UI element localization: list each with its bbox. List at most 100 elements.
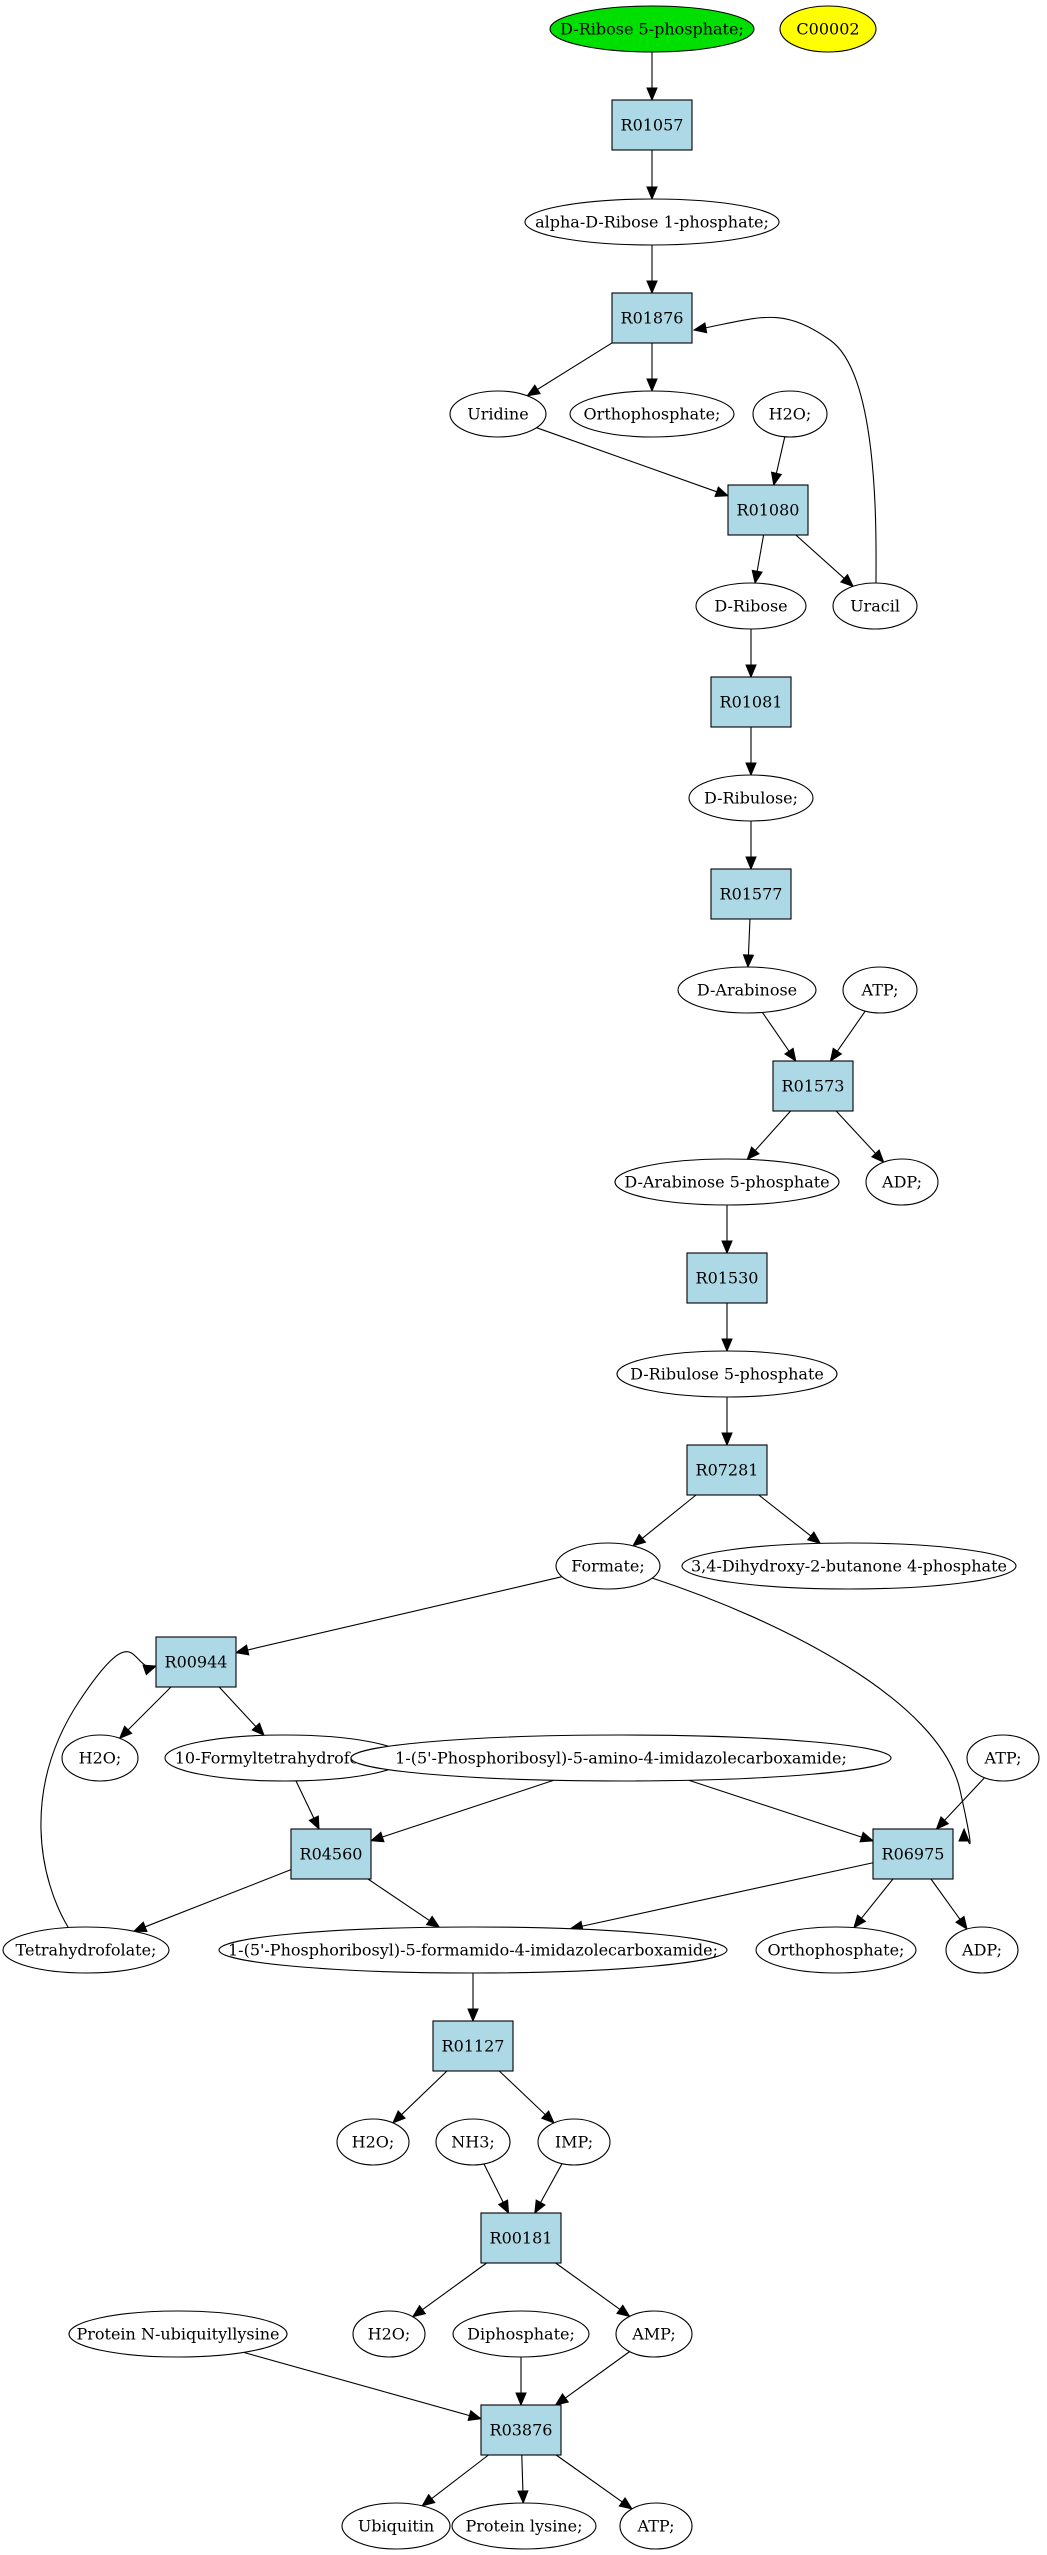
compound-node-10-formyltetrahydrofolate[interactable]: 10-Formyltetrahydrofolate; [164, 1734, 406, 1782]
edge-r00944-to-h2o_2 [126, 1686, 172, 1732]
compound-node-1-5-phosphoribosyl-5-amino-4-imidazolecarboxamide[interactable]: 1-(5'-Phosphoribosyl)-5-amino-4-imidazol… [350, 1734, 892, 1782]
compound-node-h2o[interactable]: H2O; [352, 2310, 426, 2358]
reaction-node-r03876[interactable]: R03876 [480, 2404, 562, 2456]
compound-ellipse [945, 1926, 1019, 1974]
reaction-box [480, 2212, 562, 2264]
reaction-node-r01081[interactable]: R01081 [710, 676, 792, 728]
node-label: 1-(5'-Phosphoribosyl)-5-formamido-4-imid… [228, 1941, 718, 1960]
edge-r06975-to-adp_2-arrowhead [955, 1915, 968, 1931]
compound-node-imp[interactable]: IMP; [537, 2118, 611, 2166]
reaction-node-r01573[interactable]: R01573 [772, 1060, 854, 1112]
reaction-node-r04560[interactable]: R04560 [290, 1828, 372, 1880]
compound-node-h2o[interactable]: H2O; [752, 390, 828, 438]
compound-node-3-4-dihydroxy-2-butanone-4-phosphate[interactable]: 3,4-Dihydroxy-2-butanone 4-phosphate [681, 1542, 1017, 1590]
compound-node-orthophosphate[interactable]: Orthophosphate; [755, 1926, 917, 1974]
compound-node-adp[interactable]: ADP; [945, 1926, 1019, 1974]
reaction-box [480, 2404, 562, 2456]
compound-node-protein-n-ubiquityllysine[interactable]: Protein N-ubiquityllysine [68, 2310, 288, 2358]
compound-ellipse [966, 1734, 1040, 1782]
reaction-node-r01127[interactable]: R01127 [432, 2020, 514, 2072]
compound-ellipse [452, 2310, 590, 2358]
reaction-node-r00944[interactable]: R00944 [155, 1636, 237, 1688]
compound-ellipse [865, 1158, 939, 1206]
node-label: H2O; [368, 2325, 411, 2344]
reaction-node-r06975[interactable]: R06975 [872, 1828, 954, 1880]
compound-ellipse [555, 1542, 661, 1590]
node-label: Orthophosphate; [768, 1941, 905, 1960]
reaction-box [872, 1828, 954, 1880]
compound-node-diphosphate[interactable]: Diphosphate; [452, 2310, 590, 2358]
reaction-node-r01577[interactable]: R01577 [710, 868, 792, 920]
compound-node-atp[interactable]: ATP; [966, 1734, 1040, 1782]
edge-aicar-to-r06975 [688, 1779, 864, 1839]
compound-node-atp[interactable]: ATP; [842, 966, 918, 1014]
compound-node-orthophosphate[interactable]: Orthophosphate; [569, 390, 735, 438]
compound-node-h2o[interactable]: H2O; [61, 1734, 139, 1782]
edge-r07281-to-dhbp-arrowhead [806, 1531, 822, 1545]
node-label: R01057 [621, 116, 684, 135]
compound-ellipse [681, 1542, 1017, 1590]
compound-ellipse [755, 1926, 917, 1974]
compound-ellipse [2, 1926, 170, 1974]
compound-node-h2o[interactable]: H2O; [336, 2118, 410, 2166]
reaction-node-r07281[interactable]: R07281 [686, 1444, 768, 1496]
reaction-box [432, 2020, 514, 2072]
node-label: alpha-D-Ribose 1-phosphate; [535, 213, 769, 232]
compound-node-d-arabinose[interactable]: D-Arabinose [677, 966, 817, 1014]
node-label: 3,4-Dihydroxy-2-butanone 4-phosphate [691, 1557, 1007, 1576]
compound-node-atp[interactable]: ATP; [619, 2502, 693, 2550]
compound-node-amp[interactable]: AMP; [615, 2310, 693, 2358]
compound-ellipse [435, 2118, 511, 2166]
edge-amp-to-r03876 [563, 2351, 630, 2400]
reaction-node-r01057[interactable]: R01057 [611, 99, 693, 151]
compound-node-d-ribulose-5-phosphate[interactable]: D-Ribulose 5-phosphate [616, 1350, 838, 1398]
compound-node-d-ribulose[interactable]: D-Ribulose; [688, 774, 814, 822]
compound-node-formate[interactable]: Formate; [555, 1542, 661, 1590]
compound-node-nh3[interactable]: NH3; [435, 2118, 511, 2166]
node-label: D-Ribulose; [704, 789, 798, 808]
node-label: Formate; [571, 1557, 645, 1576]
edge-r01080-to-uracil-arrowhead [839, 573, 855, 588]
compound-node-uracil[interactable]: Uracil [832, 582, 918, 630]
edge-r04560-to-thf [143, 1869, 292, 1929]
compound-node-alpha-d-ribose-1-phosphate[interactable]: alpha-D-Ribose 1-phosphate; [524, 198, 780, 246]
edge-atp_1-to-r01573-arrowhead [829, 1047, 843, 1063]
node-label: R01530 [696, 1269, 759, 1288]
edge-nh3-to-r00181-arrowhead [497, 2199, 510, 2215]
compound-node-adp[interactable]: ADP; [865, 1158, 939, 1206]
compound-ellipse [449, 390, 547, 438]
compound-ellipse [352, 2310, 426, 2358]
compound-node-uridine[interactable]: Uridine [449, 390, 547, 438]
edge-r01573-to-adp_1 [835, 1110, 878, 1156]
edge-aicar-to-r04560 [380, 1779, 554, 1839]
compound-node-c00002[interactable]: C00002 [779, 5, 877, 53]
edge-amp-to-r03876-arrowhead [554, 2393, 570, 2406]
node-label: D-Ribulose 5-phosphate [630, 1365, 824, 1384]
compound-node-1-5-phosphoribosyl-5-formamido-4-imidazolecarboxamide[interactable]: 1-(5'-Phosphoribosyl)-5-formamido-4-imid… [218, 1926, 728, 1974]
edge-r03876-to-protlys-arrowhead [517, 2490, 529, 2505]
compound-node-protein-lysine[interactable]: Protein lysine; [451, 2502, 597, 2550]
node-label: R00181 [490, 2229, 553, 2248]
compound-node-tetrahydrofolate[interactable]: Tetrahydrofolate; [2, 1926, 170, 1974]
compound-node-d-ribose-5-phosphate[interactable]: D-Ribose 5-phosphate; [549, 5, 755, 53]
edge-r01057-to-aribose1p-arrowhead [646, 186, 658, 201]
edge-r01080-to-uracil [795, 534, 847, 581]
edge-r01573-to-adp_1-arrowhead [870, 1149, 885, 1164]
node-label: 1-(5'-Phosphoribosyl)-5-amino-4-imidazol… [395, 1749, 847, 1768]
compound-ellipse [61, 1734, 139, 1782]
node-label: Uridine [467, 405, 528, 424]
edge-atp_1-to-r01573 [835, 1010, 866, 1054]
edge-r03876-to-atp_3-arrowhead [618, 2496, 633, 2510]
edge-r01127-to-imp-arrowhead [540, 2110, 555, 2124]
reaction-node-r01530[interactable]: R01530 [686, 1252, 768, 1304]
compound-node-d-ribose[interactable]: D-Ribose [695, 582, 807, 630]
edge-darab5p-to-r01530-arrowhead [721, 1240, 733, 1255]
reaction-node-r01080[interactable]: R01080 [727, 484, 809, 536]
reaction-node-r01876[interactable]: R01876 [611, 292, 693, 344]
compound-node-d-arabinose-5-phosphate[interactable]: D-Arabinose 5-phosphate [614, 1158, 840, 1206]
node-label: ADP; [881, 1173, 922, 1192]
compound-node-ubiquitin[interactable]: Ubiquitin [341, 2502, 451, 2550]
edge-ribose5p-to-r01057-arrowhead [646, 87, 658, 102]
reaction-node-r00181[interactable]: R00181 [480, 2212, 562, 2264]
